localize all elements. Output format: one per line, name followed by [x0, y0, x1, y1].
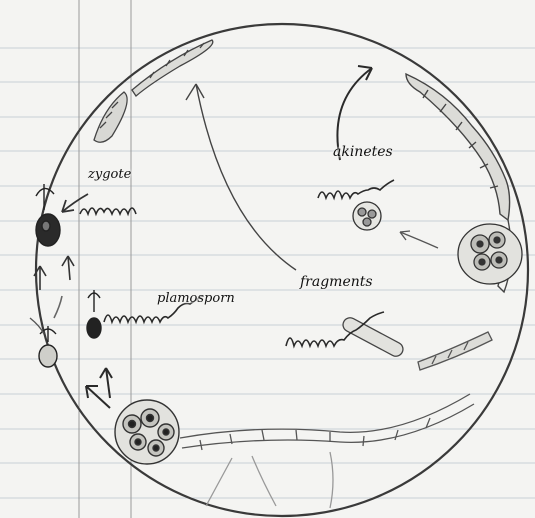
- label-plamosporn: plamosporn: [157, 292, 235, 305]
- fragment-filament: [341, 315, 406, 358]
- release-arrows: [86, 368, 112, 408]
- single-akinete: [353, 202, 381, 230]
- habitat-circle: [36, 24, 528, 516]
- fragments-long-arrow: [186, 84, 296, 270]
- filament-lower-right: [180, 332, 492, 508]
- label-akinetes: akinetes: [333, 145, 393, 159]
- germinating-cluster: [115, 400, 179, 464]
- label-fragments: fragments: [300, 275, 373, 289]
- arrow-to-akinete: [400, 231, 438, 248]
- akinete-cluster: [458, 224, 522, 284]
- label-zygote: zygote: [88, 168, 131, 181]
- plamosporn-cells: [30, 290, 101, 367]
